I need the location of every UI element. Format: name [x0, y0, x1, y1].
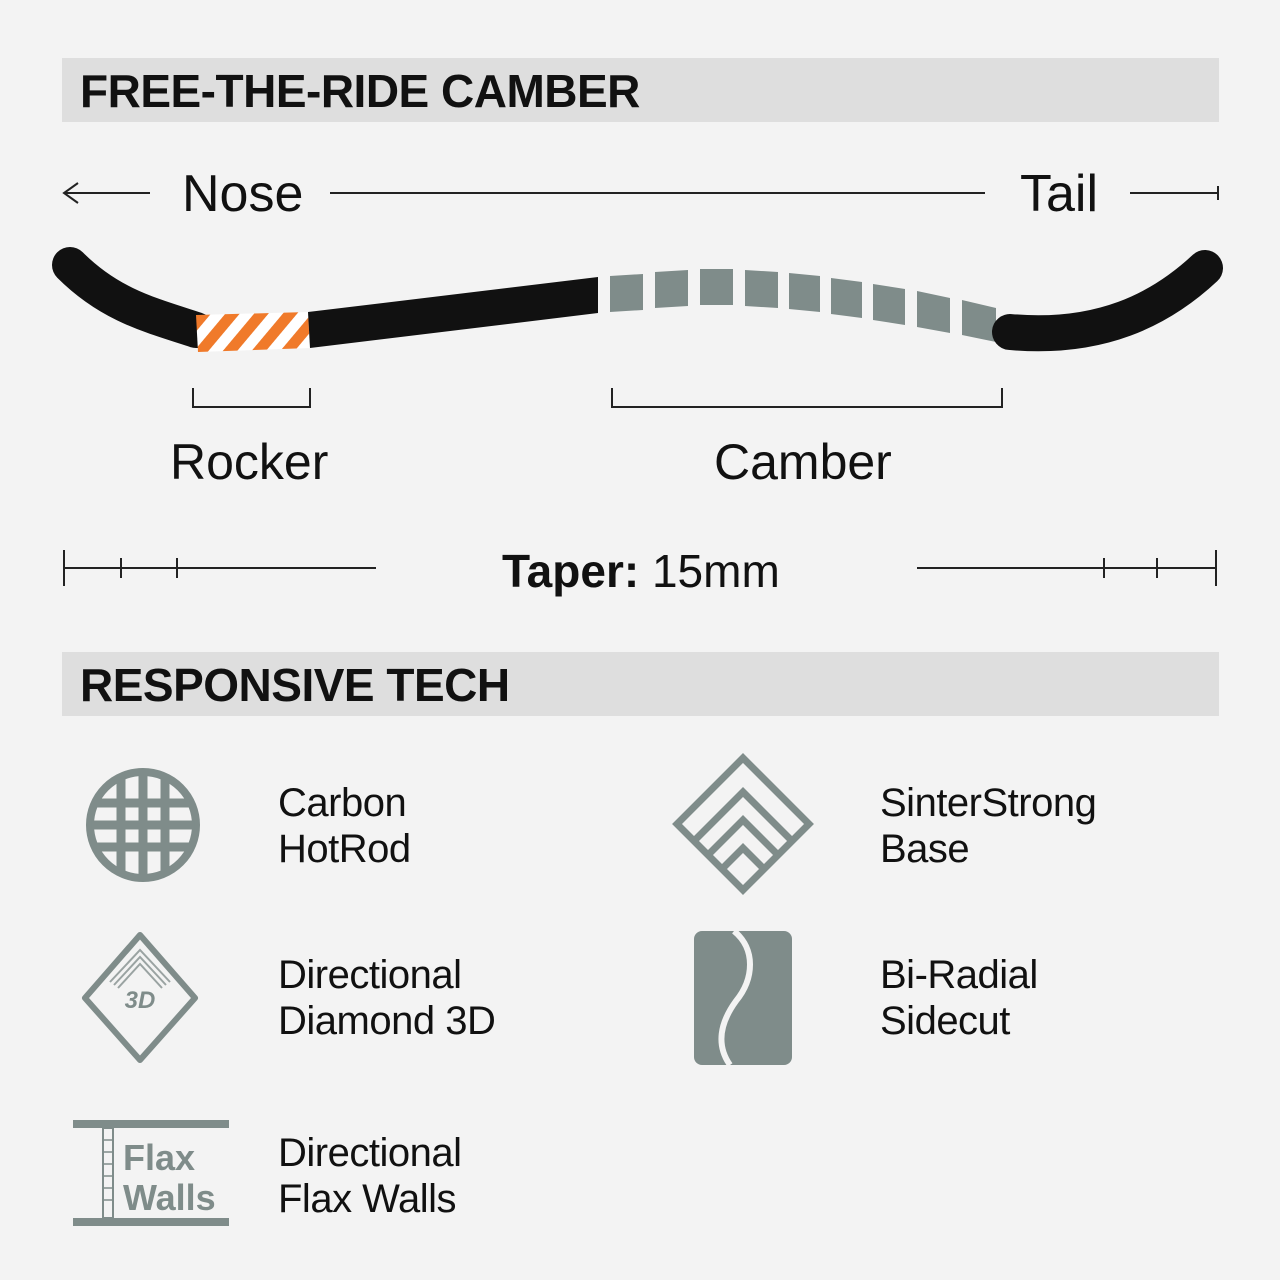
nose-arrow-icon	[62, 182, 79, 204]
tech-label-line1: SinterStrong	[880, 781, 1097, 825]
diamond-3d-icon-text: 3D	[125, 987, 156, 1014]
nose-segment	[52, 247, 214, 348]
camber-block	[700, 269, 733, 305]
sidecut-icon	[694, 931, 792, 1065]
flax-walls-icon: Flax Walls	[73, 1120, 229, 1226]
camber-block	[610, 274, 643, 312]
camber-section-title: FREE-THE-RIDE CAMBER	[80, 65, 640, 117]
camber-block	[917, 291, 950, 333]
tech-label-line2: Base	[880, 827, 970, 871]
tech-item-diamond-3d: Directional Diamond 3D	[278, 952, 496, 1044]
board-profile	[52, 247, 1223, 352]
rocker-label: Rocker	[170, 434, 329, 490]
tech-item-carbon-hotrod: Carbon HotRod	[278, 780, 411, 872]
tech-label-line2: Flax Walls	[278, 1177, 456, 1221]
camber-block	[745, 270, 778, 308]
tech-item-bi-radial-sidecut: Bi-Radial Sidecut	[880, 952, 1038, 1044]
tech-item-sinterstrong-base: SinterStrong Base	[880, 780, 1097, 872]
camber-section-header: FREE-THE-RIDE CAMBER	[62, 58, 1219, 122]
tech-label-line2: Diamond 3D	[278, 999, 496, 1043]
direction-line	[62, 182, 1219, 204]
camber-label: Camber	[714, 434, 892, 490]
tech-label-line2: HotRod	[278, 827, 411, 871]
camber-block	[789, 273, 820, 312]
zone-brackets	[192, 388, 1003, 408]
rocker-zone	[196, 312, 310, 352]
camber-block	[831, 278, 862, 318]
nose-label: Nose	[182, 165, 304, 223]
camber-bracket	[611, 388, 1003, 408]
tech-section-title: RESPONSIVE TECH	[80, 659, 510, 711]
camber-block	[962, 300, 996, 342]
tail-segment	[992, 250, 1223, 352]
tech-item-flax-walls: Directional Flax Walls	[278, 1130, 462, 1222]
diamond-3d-icon: 3D	[82, 932, 198, 1063]
tech-label-line1: Bi-Radial	[880, 953, 1038, 997]
taper-ruler	[63, 550, 1217, 586]
flax-icon-text-1: Flax	[123, 1137, 195, 1178]
taper-label: Taper:	[502, 545, 640, 597]
tech-label-line2: Sidecut	[880, 999, 1010, 1043]
tech-label-line1: Carbon	[278, 781, 407, 825]
carbon-grid-icon	[86, 768, 200, 882]
mid-segment	[308, 277, 598, 348]
tech-label-line1: Directional	[278, 953, 462, 997]
tech-label-line1: Directional	[278, 1131, 462, 1175]
taper-readout: Taper: 15mm	[502, 548, 780, 594]
taper-value: 15mm	[651, 545, 780, 597]
tech-section-header: RESPONSIVE TECH	[62, 652, 1219, 716]
chevron-diamond-icon	[672, 753, 814, 895]
camber-zone	[610, 269, 996, 342]
rocker-bracket	[192, 388, 311, 408]
camber-block	[655, 270, 688, 308]
tail-label: Tail	[1020, 165, 1099, 223]
camber-block	[873, 284, 905, 325]
flax-icon-text-2: Walls	[123, 1177, 216, 1218]
